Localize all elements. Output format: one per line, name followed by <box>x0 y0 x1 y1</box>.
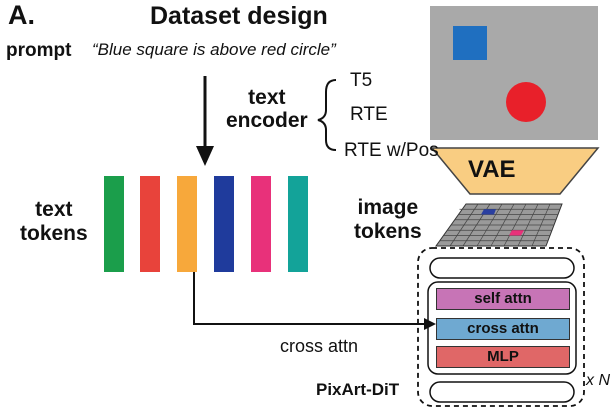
encoder-brace <box>317 79 337 151</box>
repeat-label: x N <box>586 372 610 389</box>
cross-attn-block: cross attn <box>436 318 570 340</box>
blue-square <box>453 26 487 60</box>
prompt-text: “Blue square is above red circle” <box>92 40 336 59</box>
dit-middle-block <box>427 281 577 375</box>
text-token <box>251 176 271 272</box>
text-token <box>288 176 308 272</box>
red-circle <box>506 82 546 122</box>
text-token <box>140 176 160 272</box>
dit-container <box>417 247 585 407</box>
text-token-bars <box>104 176 308 272</box>
prompt-arrow <box>196 76 214 166</box>
encoder-option-rte: RTE <box>350 104 388 125</box>
text-token <box>214 176 234 272</box>
image-tokens-line1: image <box>357 196 419 219</box>
diagram-title: Dataset design <box>150 2 328 30</box>
pixart-dit-label: PixArt-DiT <box>316 380 400 399</box>
text-token <box>104 176 124 272</box>
panel-label: A. <box>8 0 35 30</box>
mlp-block: MLP <box>436 346 570 368</box>
text-tokens-line2: tokens <box>20 222 88 245</box>
image-tokens-label: image tokens <box>354 196 422 244</box>
prompt-label: prompt <box>6 40 72 61</box>
text-tokens-label: text tokens <box>20 198 88 246</box>
image-token-grid <box>435 203 563 247</box>
text-tokens-line1: text <box>35 198 73 221</box>
cross-attn-arrow <box>193 272 436 330</box>
dit-top-block <box>429 257 575 279</box>
text-encoder-line1: text <box>248 86 286 109</box>
text-encoder-line2: encoder <box>226 109 308 132</box>
encoder-option-rte-pos: RTE w/Pos <box>344 140 439 161</box>
image-tokens-line2: tokens <box>354 220 422 243</box>
dit-bottom-block <box>429 381 575 403</box>
vae-label: VAE <box>468 156 516 183</box>
self-attn-block: self attn <box>436 288 570 310</box>
encoder-option-t5: T5 <box>350 70 373 91</box>
cross-attn-label: cross attn <box>280 336 359 356</box>
text-token <box>177 176 197 272</box>
vae-trapezoid <box>430 147 600 195</box>
text-encoder-label: text encoder <box>226 86 308 132</box>
